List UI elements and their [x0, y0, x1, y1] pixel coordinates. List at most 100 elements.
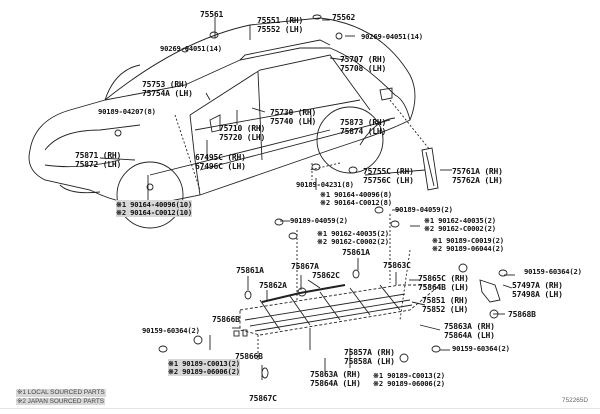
part-label-57497: 57497A (RH) 57498A (LH) [512, 281, 563, 299]
label-line-lh: 75864B (LH) [418, 283, 469, 293]
rocker-panel-drawing [239, 284, 442, 336]
label-line-lh: 75858A (LH) [344, 357, 395, 367]
part-label-75866b-top: 75866B [212, 315, 240, 324]
front-wheel-arch [116, 161, 184, 229]
fastener-label-screw-mid-left: 90189-04059(2) [290, 216, 348, 225]
local-part-number: ※1 90189-C0013(2) [373, 371, 445, 380]
label-line-rh: 75551 (RH) [257, 16, 304, 25]
label-line-lh: 75762A (LH) [452, 176, 503, 186]
part-label-75867c: 75867C [249, 394, 277, 403]
bottom-divider [0, 408, 600, 409]
part-label-67495: 67495C (RH) 67496C (LH) [195, 153, 246, 171]
japan-part-number: ※2 90189-06006(2) [373, 379, 445, 389]
legend-japan-sourced: ※2 JAPAN SOURCED PARTS [16, 397, 106, 406]
fastener-label-nut-bottom-right: 90159-60364(2) [452, 344, 510, 353]
rear-wheel-arch [316, 106, 384, 174]
fastener-label-clip-right: ※1 90162-40035(2) ※2 90162-C0002(2) [424, 216, 496, 234]
fastener-label-clip-left: ※1 90162-40035(2) ※2 90162-C0002(2) [317, 229, 389, 247]
fastener-glyphs [114, 14, 508, 379]
japan-part-number: ※2 90164-C0012(10) [116, 208, 192, 218]
part-label-75857: 75857A (RH) 75858A (LH) [344, 348, 395, 366]
fastener-label-screw-mid-right: 90189-04059(2) [395, 205, 453, 214]
part-label-75862c: 75862C [312, 271, 340, 280]
label-line-lh: 75754A (LH) [142, 89, 193, 99]
label-line-lh: 75852 (LH) [422, 305, 469, 315]
part-label-75561: 75561 [200, 10, 224, 19]
part-label-75861a-left: 75861A [236, 266, 264, 275]
label-line-lh: 57498A (LH) [512, 290, 563, 300]
japan-part-number: ※2 90164-C0012(8) [320, 198, 392, 208]
label-line-rh: 75857A (RH) [344, 348, 395, 357]
label-line-lh: 75740 (LH) [270, 117, 317, 127]
part-label-75753: 75753 (RH) 75754A (LH) [142, 80, 193, 98]
local-part-number: ※1 90164-40096(10) [116, 200, 192, 209]
local-part-number: ※1 90162-40035(2) [317, 229, 389, 238]
japan-part-number: ※2 90189-06044(2) [432, 244, 504, 254]
label-line-lh: 75864A (LH) [444, 331, 495, 341]
fastener-label-screw-bottom-right: ※1 90189-C0013(2) ※2 90189-06006(2) [373, 371, 445, 389]
part-label-75873: 75873 (RH) 75874 (LH) [340, 118, 386, 136]
japan-part-number: ※2 90162-C0002(2) [424, 224, 496, 234]
label-leaders [99, 17, 515, 380]
label-line-lh: 75874 (LH) [340, 127, 387, 137]
part-label-75761: 75761A (RH) 75762A (LH) [452, 167, 503, 185]
label-line-rh: 75871 (RH) [75, 151, 122, 160]
part-label-75710: 75710 (RH) 75720 (LH) [219, 124, 265, 142]
fastener-label-rear-wheel: ※1 90164-40096(8) ※2 90164-C0012(8) [320, 190, 392, 208]
label-line-lh: 75756C (LH) [363, 176, 414, 186]
label-line-lh: 75864A (LH) [310, 379, 361, 389]
local-part-number: ※1 90189-C0013(2) [168, 359, 240, 368]
part-label-75867a: 75867A [291, 262, 319, 271]
local-part-number: ※1 90189-C0019(2) [432, 236, 504, 245]
fastener-label-front-wheel: ※1 90164-40096(10) ※2 90164-C0012(10) [116, 200, 192, 218]
label-line-rh: 75851 (RH) [422, 296, 469, 305]
label-line-rh: 75730 (RH) [270, 108, 317, 117]
part-label-75730: 75730 (RH) 75740 (LH) [270, 108, 316, 126]
fastener-label-screw-bottom-left: ※1 90189-C0013(2) ※2 90189-06006(2) [168, 359, 240, 377]
local-part-number: ※1 90162-40035(2) [424, 216, 496, 225]
label-line-rh: 75873 (RH) [340, 118, 387, 127]
part-label-75551: 75551 (RH) 75552 (LH) [257, 16, 303, 34]
part-label-75851: 75851 (RH) 75852 (LH) [422, 296, 468, 314]
legend-local-sourced: ※1 LOCAL SOURCED PARTS [16, 389, 106, 397]
part-label-75863a-right: 75863A (RH) 75864A (LH) [444, 322, 495, 340]
part-label-75562: 75562 [332, 13, 356, 22]
part-label-75865: 75865C (RH) 75864B (LH) [418, 274, 469, 292]
fastener-label-nut-left: 90159-60364(2) [142, 326, 200, 335]
label-line-rh: 75710 (RH) [219, 124, 266, 133]
car-body-drawing [28, 17, 416, 206]
label-line-lh: 75872 (LH) [75, 160, 122, 170]
label-line-lh: 67496C (LH) [195, 162, 246, 172]
label-line-lh: 75708 (LH) [340, 64, 387, 74]
fastener-label-clip-top-right: 90269-04051(14) [361, 32, 423, 41]
fastener-label-nut-right: 90159-60364(2) [524, 267, 582, 276]
fastener-label-clip-top-left: 90269-04051(14) [160, 44, 222, 53]
fastener-label-screw-hood: 90189-04207(8) [98, 107, 156, 116]
label-line-rh: 75863A (RH) [444, 322, 495, 331]
fastener-label-screw-rear: 90189-04231(8) [296, 180, 354, 189]
part-label-75755: 75755C (RH) 75756C (LH) [363, 167, 414, 185]
leader-lines [174, 99, 431, 360]
label-line-rh: 75865C (RH) [418, 274, 469, 283]
label-line-lh: 75720 (LH) [219, 133, 266, 143]
part-label-75871: 75871 (RH) 75872 (LH) [75, 151, 121, 169]
label-line-rh: 57497A (RH) [512, 281, 563, 290]
diagram-code: 752265D [562, 397, 588, 404]
label-line-rh: 75863A (RH) [310, 370, 361, 379]
part-label-75707: 75707 (RH) 75708 (LH) [340, 55, 386, 73]
label-line-lh: 75552 (LH) [257, 25, 304, 35]
quarter-trim-piece [421, 147, 439, 191]
part-label-75861a-center: 75861A [342, 248, 370, 257]
legend: ※1 LOCAL SOURCED PARTS ※2 JAPAN SOURCED … [16, 389, 106, 406]
local-part-number: ※1 90164-40096(8) [320, 190, 392, 199]
label-line-rh: 75753 (RH) [142, 80, 189, 89]
part-label-75868b: 75868B [508, 310, 536, 319]
label-line-rh: 75761A (RH) [452, 167, 503, 176]
japan-part-number: ※2 90189-06006(2) [168, 367, 240, 377]
japan-part-number: ※2 90162-C0002(2) [317, 237, 389, 247]
fastener-label-screw-bracket: ※1 90189-C0019(2) ※2 90189-06044(2) [432, 236, 504, 254]
part-label-75862a: 75862A [259, 281, 287, 290]
label-line-rh: 67495C (RH) [195, 153, 246, 162]
label-line-rh: 75707 (RH) [340, 55, 387, 64]
